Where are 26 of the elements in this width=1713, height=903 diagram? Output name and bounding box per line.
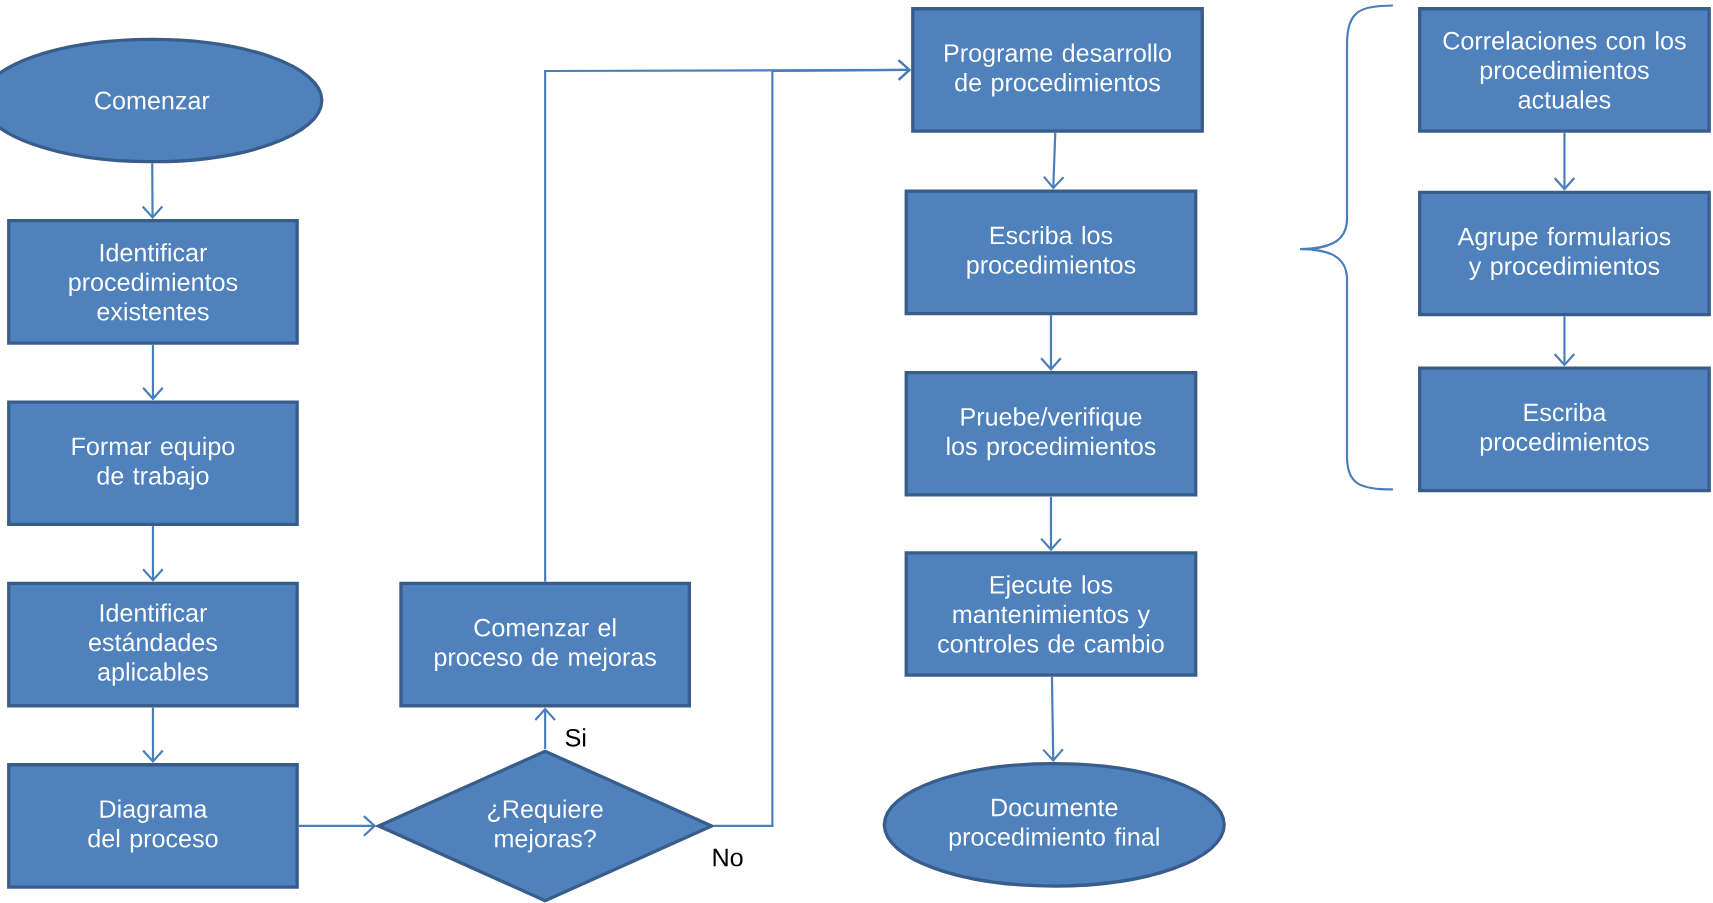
process-box: Correlaciones con los procedimientos actuales (1418, 6, 1711, 133)
arrow (142, 707, 164, 763)
process-box: Identificar estándades aplicables (7, 581, 299, 708)
arrow (534, 707, 556, 749)
arrow (544, 59, 912, 582)
process-box: Identificar procedimientos existentes (7, 218, 299, 345)
process-box: Formar equipo de trabajo (7, 400, 299, 526)
process-box: Agrupe formularios y procedimientos (1418, 190, 1711, 317)
process-box: Comenzar el proceso de mejoras (399, 581, 691, 708)
process-box: Escriba procedimientos (1418, 366, 1711, 492)
arrow (142, 525, 164, 582)
arrow (141, 163, 164, 219)
arrow (1043, 132, 1065, 190)
process-box: Ejecute los mantenimientos y controles de cambio (904, 550, 1198, 677)
arrow (1042, 676, 1064, 762)
edge-label: Si (562, 725, 590, 749)
arrow (298, 815, 377, 837)
process-box: Pruebe/verifique los procedimientos (904, 370, 1198, 497)
arrow (1553, 316, 1576, 367)
arrow (1553, 132, 1576, 191)
process-box: Diagrama del proceso (7, 762, 299, 889)
process-box: Escriba los procedimientos (904, 189, 1198, 315)
arrow (1040, 314, 1062, 371)
arrow (142, 344, 164, 401)
process-box: Programe desarrollo de procedimientos (911, 6, 1204, 133)
arrow (1040, 496, 1062, 551)
